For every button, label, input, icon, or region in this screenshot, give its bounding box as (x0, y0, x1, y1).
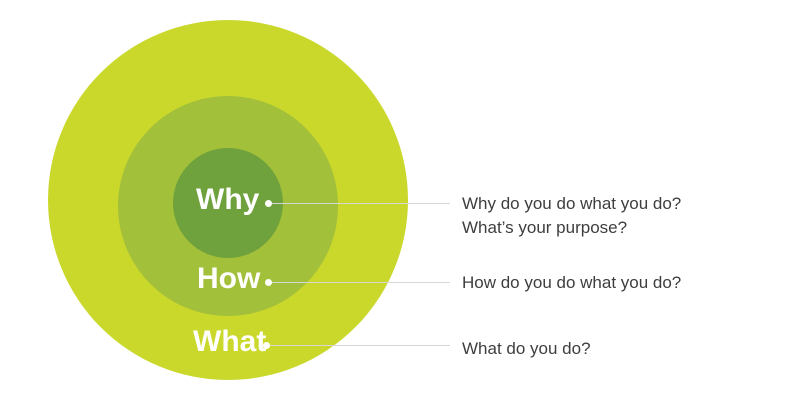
question-what: What do you do? (462, 339, 591, 358)
inner-circle-why (173, 148, 283, 258)
connector-dot-what (263, 342, 270, 349)
question-how: How do you do what you do? (462, 273, 682, 292)
connector-line-what (270, 345, 450, 346)
label-why: Why (196, 183, 260, 216)
connector-dot-how (265, 279, 272, 286)
question-why-1: Why do you do what you do? (462, 194, 682, 213)
label-how: How (197, 262, 261, 295)
connector-line-how (272, 282, 450, 283)
connector-dot-why (265, 200, 272, 207)
question-why-2: What’s your purpose? (462, 218, 628, 237)
connector-line-why (272, 203, 450, 204)
label-what: What (193, 325, 267, 358)
